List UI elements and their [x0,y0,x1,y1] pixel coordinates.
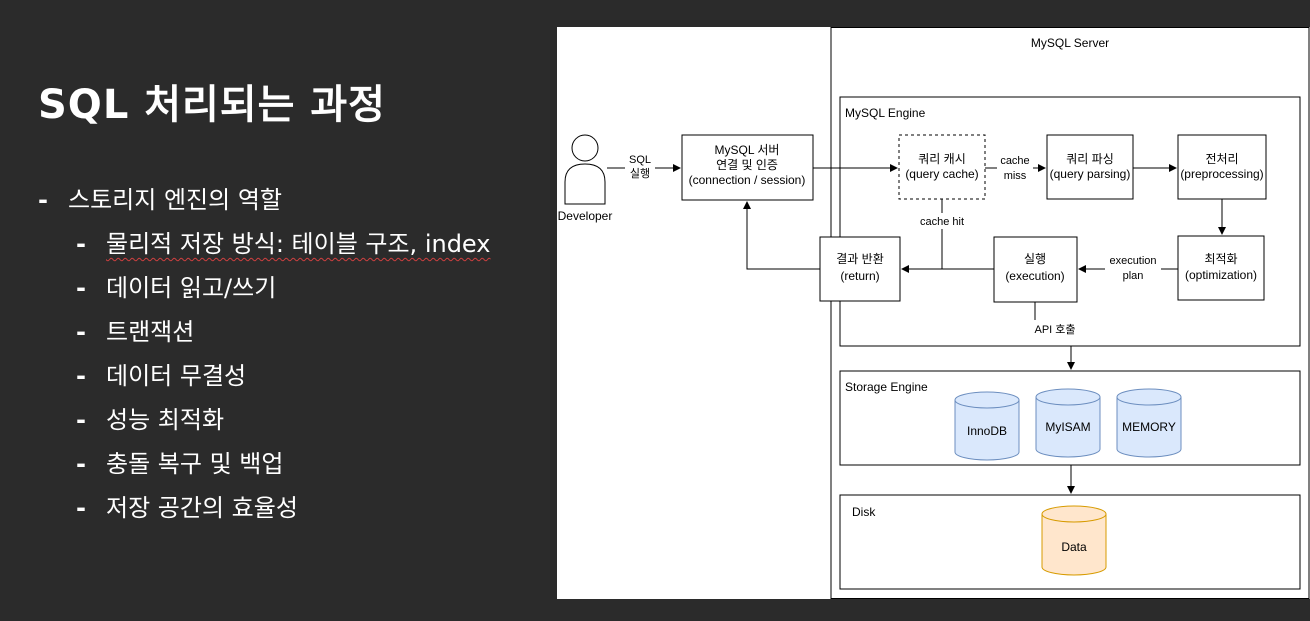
sub-bullet-text: 물리적 저장 방식: 테이블 구조, index [106,230,491,258]
execution-box [993,236,1078,303]
main-bullet: -스토리지 엔진의 역할 [38,186,282,214]
connection-box-text: (connection / session) [689,173,806,187]
query-parsing-box [1046,134,1134,200]
execution-plan-label: plan [1123,270,1144,282]
mysql-server-container [830,27,1310,599]
return-box-text: 결과 반환 [836,252,884,266]
innodb-label: InnoDB [967,424,1007,438]
mysql-engine-label: MySQL Engine [845,106,926,120]
innodb-cylinder: InnoDB [954,391,1020,461]
query-parsing-box-text: (query parsing) [1050,167,1131,181]
myisam-label: MyISAM [1045,420,1090,434]
cache-miss-label: miss [1004,170,1027,182]
preprocessing-box-text: (preprocessing) [1180,167,1263,181]
data-cylinder: Data [1041,505,1107,576]
query-cache-box [898,134,986,200]
query-cache-box-text: (query cache) [905,167,978,181]
mysql-server-label: MySQL Server [1031,36,1109,50]
storage-engine-container [839,370,1301,466]
myisam-cylinder: MyISAM [1035,388,1101,458]
developer-icon [564,134,606,205]
preprocessing-box-text: 전처리 [1205,152,1238,166]
slide-title: SQL 처리되는 과정 [38,82,386,128]
query-cache-box-text: 쿼리 캐시 [918,152,966,166]
data-label: Data [1061,540,1087,554]
sub-bullet: -충돌 복구 및 백업 [76,450,284,478]
sub-bullet: -물리적 저장 방식: 테이블 구조, index [76,230,491,258]
sub-bullet: -성능 최적화 [76,406,225,434]
return-to-connection-edge [743,201,820,270]
return-box-text: (return) [840,269,879,283]
execution-box-text: 실행 [1024,251,1046,266]
execution-plan-label: execution [1109,255,1156,267]
disk-label: Disk [852,505,876,519]
storage-engine-label: Storage Engine [845,380,928,394]
sub-bullet-text: 데이터 무결성 [106,362,247,390]
cache-miss-label: cache [1000,155,1029,167]
sql-edge-label: 실행 [630,167,650,180]
memory-label: MEMORY [1122,420,1176,434]
sql-edge-label: SQL [629,154,651,166]
optimization-box [1177,235,1265,301]
api-call-label: API 호출 [1034,323,1075,336]
sub-bullet: -저장 공간의 효율성 [76,494,298,522]
sub-bullet-text: 트랜잭션 [106,318,195,346]
connection-box [681,134,814,201]
bullet-list: -스토리지 엔진의 역할 -물리적 저장 방식: 테이블 구조, index -… [38,178,490,530]
mysql-engine-container [839,96,1301,347]
query-parsing-box-text: 쿼리 파싱 [1066,152,1114,166]
optimization-box-text: (optimization) [1185,268,1257,282]
mysql-architecture-diagram: MySQL Server MySQL Engine Storage Engine… [557,27,1310,599]
sub-bullet: -데이터 읽고/쓰기 [76,274,277,302]
connection-box-text: 연결 및 인증 [716,158,778,172]
cache-hit-label: cache hit [920,216,964,228]
sub-bullet: -트랜잭션 [76,318,195,346]
execution-box-text: (execution) [1005,269,1064,283]
connection-box-text: MySQL 서버 [715,143,780,157]
sub-bullet: -데이터 무결성 [76,362,247,390]
sub-bullet-text: 데이터 읽고/쓰기 [106,274,277,302]
memory-cylinder: MEMORY [1116,388,1182,458]
sub-bullet-text: 저장 공간의 효율성 [106,494,298,522]
optimization-box-text: 최적화 [1204,252,1237,266]
sub-bullet-text: 성능 최적화 [106,406,225,434]
disk-container [839,494,1301,590]
return-box [819,236,901,302]
main-bullet-text: 스토리지 엔진의 역할 [68,186,282,214]
developer-label: Developer [558,209,613,223]
sub-bullet-text: 충돌 복구 및 백업 [106,450,284,478]
